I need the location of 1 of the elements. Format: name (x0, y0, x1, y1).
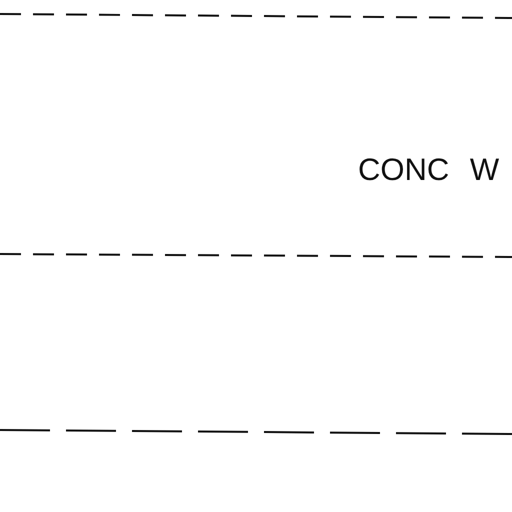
material-label: CONC W (358, 154, 500, 185)
